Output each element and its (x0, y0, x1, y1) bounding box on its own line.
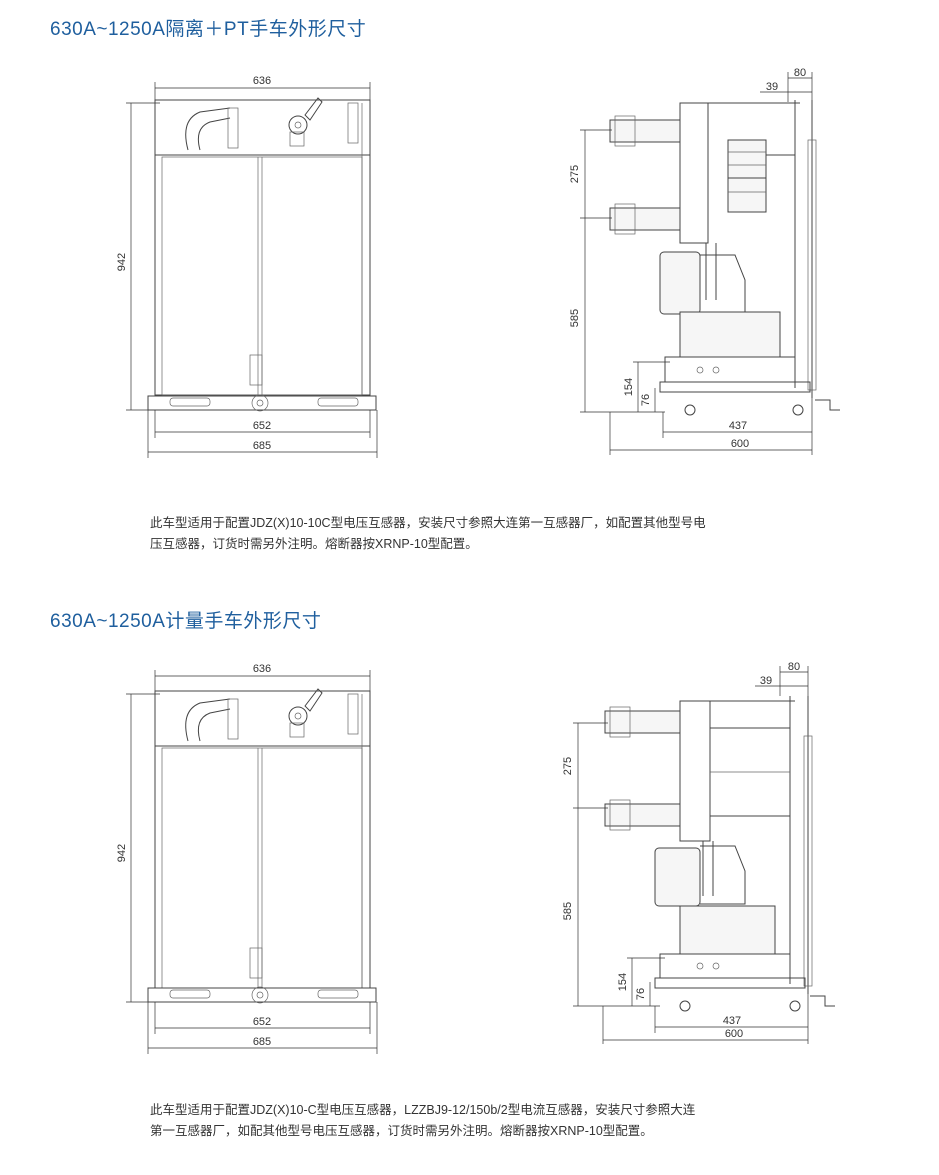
side1-dim-275: 275 (569, 165, 581, 183)
front2-dim-bottom2: 685 (253, 1036, 271, 1048)
section-1-desc-line-2: 压互感器，订货时需另外注明。熔断器按XRNP-10型配置。 (150, 537, 478, 551)
side1-dim-585: 585 (569, 309, 581, 327)
side1-dim-437: 437 (729, 420, 747, 432)
section-2-desc-line-1: 此车型适用于配置JDZ(X)10-C型电压互感器，LZZBJ9-12/150b/… (150, 1103, 696, 1117)
front-view-1: 636 942 652 (116, 75, 378, 458)
front1-dim-height: 942 (116, 253, 128, 271)
side1-dim-600: 600 (731, 438, 749, 450)
side2-dim-585: 585 (562, 902, 574, 920)
front-view-2: 636 942 652 685 (116, 663, 378, 1054)
section-2-description: 此车型适用于配置JDZ(X)10-C型电压互感器，LZZBJ9-12/150b/… (150, 1100, 820, 1142)
side1-dim-39: 39 (766, 81, 778, 93)
side-view-2: 39 80 275 585 154 76 (562, 661, 835, 1044)
side2-dim-80: 80 (788, 661, 800, 673)
section-1-desc-line-1: 此车型适用于配置JDZ(X)10-10C型电压互感器，安装尺寸参照大连第一互感器… (150, 516, 706, 530)
front1-dim-top: 636 (253, 75, 271, 87)
side2-dim-76: 76 (635, 988, 647, 1000)
front2-dim-top: 636 (253, 663, 271, 675)
side-view-1: 39 80 2 (569, 67, 840, 455)
side2-dim-154: 154 (617, 973, 629, 991)
section-2-title: 630A~1250A计量手车外形尺寸 (50, 611, 322, 632)
side2-dim-437: 437 (723, 1015, 741, 1027)
side1-dim-80: 80 (794, 67, 806, 79)
front1-dim-bottom1: 652 (253, 420, 271, 432)
side2-dim-600: 600 (725, 1028, 743, 1040)
section-1-description: 此车型适用于配置JDZ(X)10-10C型电压互感器，安装尺寸参照大连第一互感器… (150, 513, 820, 555)
side1-dim-76: 76 (640, 394, 652, 406)
front2-dim-height: 942 (116, 844, 128, 862)
side2-dim-39: 39 (760, 675, 772, 687)
side1-dim-154: 154 (623, 378, 635, 396)
front2-dim-bottom1: 652 (253, 1016, 271, 1028)
front1-dim-bottom2: 685 (253, 440, 271, 452)
side2-dim-275: 275 (562, 757, 574, 775)
section-1-title: 630A~1250A隔离＋PT手车外形尺寸 (50, 19, 367, 40)
section-2-desc-line-2: 第一互感器厂，如配其他型号电压互感器，订货时需另外注明。熔断器按XRNP-10型… (150, 1124, 653, 1138)
